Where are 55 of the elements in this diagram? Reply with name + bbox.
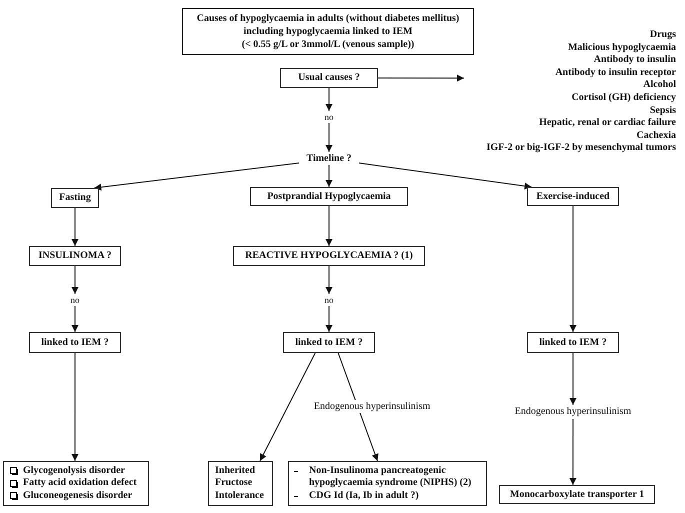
cause-text: Cortisol (GH) deficiency (572, 92, 676, 105)
answer-text: no (319, 294, 339, 306)
question-box: linked to IEM ? (29, 332, 121, 353)
arrow (72, 266, 78, 294)
question-box: INSULINOMA ? (29, 246, 121, 266)
cause-text: Sepsis (650, 104, 676, 118)
list-item-text: Fatty acid oxidation defect (23, 477, 137, 490)
arrow (569, 418, 576, 486)
list-item-text: Gluconeogenesis disorder (23, 490, 132, 502)
arrow (94, 162, 300, 191)
process-box: Fasting (51, 188, 99, 208)
result-box: Inherited Fructose Intolerance (208, 461, 273, 506)
question-box: Usual causes ? (280, 68, 378, 88)
result-box: Monocarboxylate transporter 1 (499, 485, 655, 504)
arrow (326, 122, 332, 152)
cause-text: Alcohol (643, 79, 676, 92)
arrow (326, 306, 332, 332)
edge-label: Endogenous hyperinsulinism (312, 400, 432, 413)
question-box: REACTIVE HYPOGLYCAEMIA ? (1) (233, 246, 425, 266)
arrow (260, 352, 316, 462)
arrow (326, 206, 332, 246)
list-item-text: CDG Id (Ia, Ib in adult ?) (309, 490, 419, 502)
result-box (288, 461, 487, 506)
cause-text: Drugs (650, 29, 676, 42)
title-text: Causes of hypoglycaemia in adults (without diabetes mellitus) including hypoglycaemia linked to IEM (196, 12, 460, 38)
arrow (358, 162, 532, 190)
cause-text: Antibody to insulin (594, 54, 676, 67)
arrow (72, 208, 78, 246)
arrow (71, 352, 78, 462)
question-box: linked to IEM ? (283, 332, 375, 353)
cause-text: Cachexia (636, 130, 676, 142)
title-text: (< 0.55 g/L or 3mmol/L (venous sample)) (242, 38, 414, 51)
arrow (570, 206, 576, 332)
flow-text: Endogenous hyperinsulinism (511, 405, 635, 419)
cause-text: Hepatic, renal or cardiac failure (539, 117, 676, 130)
result-box (3, 461, 149, 506)
list-item-text: Glycogenolysis disorder (23, 464, 125, 478)
title-box (182, 8, 474, 55)
cause-text: Malicious hypoglycaemia (568, 42, 676, 54)
answer-text: no (65, 294, 85, 306)
process-box: Exercise-induced (527, 187, 619, 206)
arrow (378, 74, 464, 82)
answer-text: no (319, 111, 339, 123)
question-box: linked to IEM ? (527, 332, 619, 353)
arrow (338, 352, 378, 462)
cause-text: IGF-2 or big-IGF-2 by mesenchymal tumors (486, 142, 676, 155)
cause-text: Antibody to insulin receptor (555, 66, 676, 80)
arrow (570, 352, 576, 406)
list-item-text: Non-Insulinoma pancreatogenic hypoglycaemia syndrome (NIPHS) (2) (309, 464, 472, 490)
arrow (326, 164, 332, 188)
arrow (72, 306, 78, 332)
arrow (326, 88, 332, 112)
process-box: Postprandial Hypoglycaemia (250, 187, 408, 206)
question-text: Timeline ? (299, 152, 359, 165)
arrow (326, 266, 332, 294)
